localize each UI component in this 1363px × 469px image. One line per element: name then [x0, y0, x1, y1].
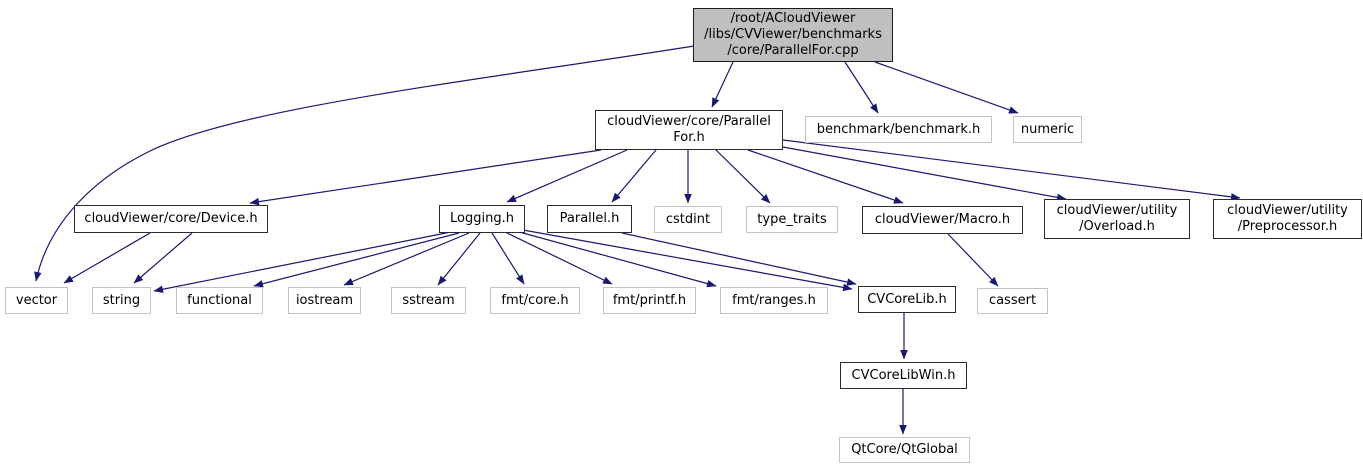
- node-root-parallelfor-cpp: /root/ACloudViewer /libs/CVViewer/benchm…: [693, 8, 893, 62]
- node-label: fmt/core.h: [501, 292, 569, 308]
- edge-cloudviewer-core-parallelfor-h--cloudviewer-utility-overload-h: [782, 146, 1067, 202]
- node-fmt-printf-h: fmt/printf.h: [603, 287, 696, 314]
- node-label: type_traits: [757, 211, 827, 227]
- edge-logging-h--fmt-core-h: [491, 232, 525, 285]
- node-label: cstdint: [665, 211, 711, 227]
- node-label: Parallel.h: [559, 211, 620, 226]
- node-label: functional: [187, 292, 252, 308]
- node-parallel-h[interactable]: Parallel.h: [547, 205, 632, 233]
- node-cstdint: cstdint: [654, 206, 722, 233]
- node-label: cloudViewer/core/Device.h: [84, 211, 258, 226]
- node-cloudviewer-utility-overload-h[interactable]: cloudViewer/utility /Overload.h: [1044, 199, 1190, 239]
- node-label: cloudViewer/Macro.h: [874, 212, 1011, 227]
- node-label: CVCoreLib.h: [867, 291, 947, 307]
- node-benchmark-benchmark-h: benchmark/benchmark.h: [805, 116, 992, 143]
- node-label: QtCore/QtGlobal: [851, 442, 958, 457]
- node-label: vector: [15, 292, 58, 308]
- node-cloudviewer-core-parallelfor-h[interactable]: cloudViewer/core/Parallel For.h: [595, 110, 783, 150]
- edge-logging-h--functional: [253, 232, 460, 288]
- node-functional: functional: [176, 287, 263, 314]
- node-string: string: [92, 287, 151, 314]
- edge-logging-h--fmt-ranges-h: [511, 229, 717, 288]
- node-label: Logging.h: [450, 211, 514, 226]
- node-label: string: [102, 292, 141, 308]
- node-label: cloudViewer/utility /Preprocessor.h: [1227, 203, 1348, 234]
- edge-cloudviewer-macro-h--cassert: [947, 233, 999, 287]
- edge-cloudviewer-core-parallelfor-h--type-traits: [715, 149, 771, 204]
- edge-logging-h--fmt-printf-h: [502, 230, 613, 285]
- edge-cloudviewer-core-parallelfor-h--cloudviewer-macro-h: [747, 149, 904, 204]
- edge-cloudviewer-core-parallelfor-h--parallel-h: [611, 149, 657, 203]
- edge-cloudviewer-core-parallelfor-h--cloudviewer-utility-preprocessor-h: [782, 139, 1241, 201]
- node-label: cloudViewer/core/Parallel For.h: [607, 114, 771, 145]
- node-cvcorelib-h[interactable]: CVCoreLib.h: [858, 286, 956, 313]
- node-label: benchmark/benchmark.h: [816, 121, 981, 137]
- node-label: CVCoreLibWin.h: [851, 367, 956, 383]
- node-label: cassert: [988, 293, 1037, 308]
- node-label: numeric: [1020, 121, 1075, 137]
- edge-logging-h--cvcorelib-h: [522, 229, 853, 292]
- node-sstream: sstream: [391, 287, 466, 314]
- node-fmt-ranges-h: fmt/ranges.h: [720, 287, 828, 314]
- edge-parallel-h--cvcorelib-h: [621, 232, 857, 286]
- node-numeric: numeric: [1013, 116, 1082, 143]
- edge-logging-h--string: [153, 231, 452, 293]
- node-cvcorelibwin-h[interactable]: CVCoreLibWin.h: [840, 362, 967, 389]
- edge-root-parallelfor-cpp--cloudviewer-core-parallelfor-h: [711, 61, 734, 108]
- node-qtcore-qtglobal: QtCore/QtGlobal: [839, 437, 970, 463]
- edge-cloudviewer-core-device-h--string: [133, 232, 193, 284]
- edge-cloudviewer-core-parallelfor-h--cloudviewer-core-device-h: [249, 149, 602, 206]
- node-label: /root/ACloudViewer /libs/CVViewer/benchm…: [704, 11, 882, 58]
- node-vector: vector: [5, 287, 68, 314]
- node-label: fmt/ranges.h: [732, 292, 816, 308]
- edge-logging-h--sstream: [437, 232, 481, 286]
- node-cloudviewer-core-device-h[interactable]: cloudViewer/core/Device.h: [74, 205, 268, 233]
- edge-root-parallelfor-cpp--vector: [34, 45, 695, 282]
- node-label: sstream: [402, 292, 455, 308]
- node-cloudviewer-utility-preprocessor-h[interactable]: cloudViewer/utility /Preprocessor.h: [1213, 199, 1362, 239]
- node-logging-h[interactable]: Logging.h: [439, 205, 525, 233]
- edge-logging-h--iostream: [343, 232, 470, 286]
- node-fmt-core-h: fmt/core.h: [490, 287, 580, 314]
- edge-cloudviewer-core-device-h--vector: [63, 232, 151, 284]
- node-cassert: cassert: [977, 288, 1048, 314]
- node-label: iostream: [295, 292, 354, 308]
- node-label: fmt/printf.h: [612, 292, 687, 308]
- node-iostream: iostream: [288, 287, 361, 314]
- node-cloudviewer-macro-h[interactable]: cloudViewer/Macro.h: [862, 206, 1023, 234]
- node-type-traits: type_traits: [746, 206, 838, 233]
- node-label: cloudViewer/utility /Overload.h: [1056, 203, 1178, 234]
- edge-cloudviewer-core-parallelfor-h--logging-h: [506, 149, 628, 203]
- edge-root-parallelfor-cpp--numeric: [874, 61, 1019, 114]
- edge-root-parallelfor-cpp--benchmark-benchmark-h: [844, 61, 879, 114]
